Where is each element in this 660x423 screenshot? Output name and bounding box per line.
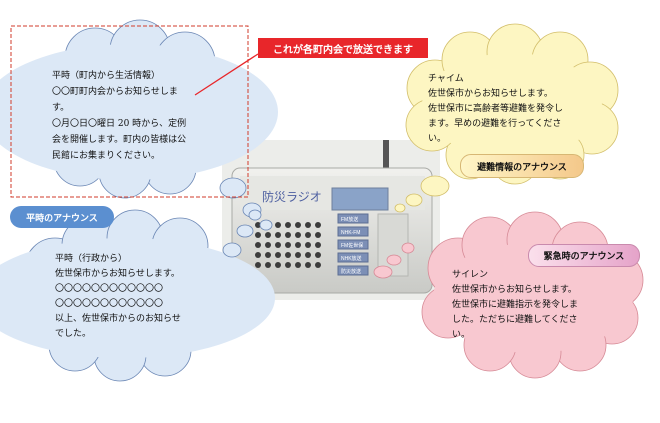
label-normal-text: 平時のアナウンス	[26, 213, 98, 224]
radio-button-label-3: FM佐世保	[341, 242, 363, 249]
admin-cloud-text: 平時（行政から） 佐世保市からお知らせします。 〇〇〇〇〇〇〇〇〇〇〇〇 〇〇〇…	[55, 252, 181, 342]
label-normal-announcement: 平時のアナウンス	[10, 206, 114, 228]
callout-connector-line	[194, 53, 259, 96]
admin-cloud-tail	[222, 209, 262, 258]
chime-cloud-text: チャイム 佐世保市からお知らせします。 佐世保市に高齢者等避難を発令し ます。早…	[428, 72, 563, 147]
radio-button-label-5: 防災放送	[341, 268, 361, 275]
chime-line: 佐世保市に高齢者等避難を発令し	[428, 104, 564, 114]
siren-line: した。ただちに避難してくださ	[452, 315, 578, 325]
radio-button-label-2: NHK-FM	[341, 230, 360, 236]
admin-line: 以上、佐世保市からのお知らせ	[55, 314, 181, 324]
town-cloud-fill	[0, 44, 278, 180]
town-line: 民館にお集まりください。	[52, 151, 161, 161]
chime-line: 佐世保市からお知らせします。	[428, 89, 553, 99]
chime-cloud-fill	[422, 53, 602, 157]
callout-red-label: これが各町内会で放送できます	[258, 38, 428, 58]
town-cloud-tail	[219, 177, 273, 231]
admin-line: 〇〇〇〇〇〇〇〇〇〇〇〇	[55, 284, 164, 294]
chime-cloud-tail	[394, 175, 450, 213]
disaster-radio-image: 防災ラジオ FM放送 NHK-FM FM佐世保 NHK放送 防災放送	[222, 140, 440, 300]
admin-line: 平時（行政から）	[55, 254, 128, 264]
siren-cloud-tail	[373, 242, 415, 279]
callout-red-text: これが各町内会で放送できます	[273, 44, 413, 56]
siren-line: 佐世保市に避難指示を発令しま	[452, 300, 579, 310]
town-line: す。	[52, 103, 70, 113]
siren-line: 佐世保市からお知らせします。	[452, 285, 577, 295]
label-emergency-announcement: 緊急時のアナウンス	[528, 244, 640, 267]
siren-line: い。	[452, 330, 471, 340]
town-line: 〇〇町町内会からお知らせしま	[52, 87, 178, 97]
radio-button-label-4: NHK放送	[341, 255, 362, 262]
label-evacuation-announcement: 避難情報のアナウンス	[460, 154, 584, 178]
chime-line: ます。早めの避難を行ってくださ	[428, 119, 562, 129]
label-evac-text: 避難情報のアナウンス	[477, 162, 567, 173]
radio-button-label-1: FM放送	[341, 216, 358, 223]
town-line: 平時（町内から生活情報）	[52, 71, 161, 81]
radio-brand-text: 防災ラジオ	[262, 189, 322, 204]
town-cloud-text: 平時（町内から生活情報） 〇〇町町内会からお知らせしま す。 〇月〇日〇曜日 2…	[52, 68, 186, 164]
siren-line: サイレン	[452, 270, 489, 280]
label-emergency-text: 緊急時のアナウンス	[543, 252, 625, 262]
siren-cloud-text: サイレン 佐世保市からお知らせします。 佐世保市に避難指示を発令しま した。ただ…	[452, 268, 578, 343]
admin-line: 〇〇〇〇〇〇〇〇〇〇〇〇	[55, 299, 164, 309]
admin-line: でした。	[55, 329, 92, 339]
admin-cloud-fill	[0, 238, 275, 358]
siren-cloud-fill	[433, 243, 633, 353]
town-line: 〇月〇日〇曜日 20 時から、定例	[52, 119, 187, 129]
town-line: 会を開催します。町内の皆様は公	[52, 135, 187, 145]
admin-line: 佐世保市からお知らせします。	[55, 269, 180, 279]
chime-line: い。	[428, 134, 447, 144]
chime-line: チャイム	[428, 74, 464, 84]
